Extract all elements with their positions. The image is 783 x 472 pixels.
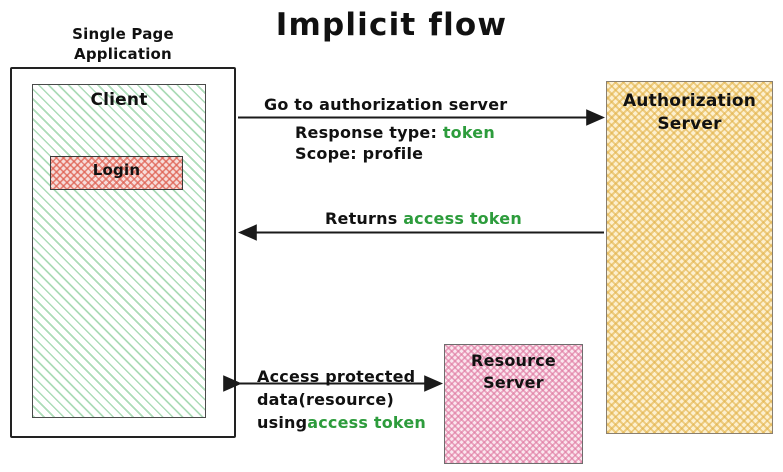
authorization-server-label: Authorization Server [606, 90, 773, 136]
client-box [32, 84, 206, 418]
client-label: Client [90, 90, 148, 110]
flow-detail-response-type-prefix: Response type: [295, 123, 443, 142]
resource-server-box [444, 344, 583, 464]
flow-label-go-to-authorization-server: Go to authorization server [264, 95, 508, 114]
flow-label-access-line3-highlight: access token [307, 413, 426, 432]
spa-caption-line2: Application [74, 45, 172, 63]
resource-server-label: Resource Server [444, 350, 583, 394]
flow-label-returns-access-token: Returns access token [325, 208, 522, 229]
login-button-label: Login [92, 161, 141, 179]
authorization-server-label-line1: Authorization [622, 91, 757, 111]
flow-label-access-line3: usingaccess token [257, 411, 426, 434]
flow-label-access-line2: data(resource) [257, 390, 394, 409]
flow-detail-response-type-value: token [442, 123, 495, 142]
spa-caption-line1: Single Page [72, 25, 174, 43]
page-title: Implicit flow [275, 7, 508, 43]
flow-label-access-line3-prefix: using [257, 413, 308, 432]
authorization-server-label-line2: Server [657, 114, 722, 134]
login-button[interactable] [50, 156, 183, 190]
flow-details-go-to-authorization-server: Response type: token Scope: profile [295, 122, 495, 164]
flow-label-returns-prefix: Returns [325, 209, 404, 228]
flow-label-returns-highlight: access token [403, 209, 522, 228]
flow-detail-response-type: Response type: token [295, 122, 495, 143]
flow-detail-scope: Scope: profile [295, 144, 424, 163]
flow-label-access-line1: Access protected [257, 367, 416, 386]
spa-caption: Single Page Application [10, 24, 236, 64]
resource-server-label-line1: Resource [471, 351, 556, 370]
flow-label-access-protected-resource: Access protected data(resource) usingacc… [257, 365, 426, 434]
authorization-server-box [606, 81, 773, 434]
resource-server-label-line2: Server [483, 373, 544, 392]
